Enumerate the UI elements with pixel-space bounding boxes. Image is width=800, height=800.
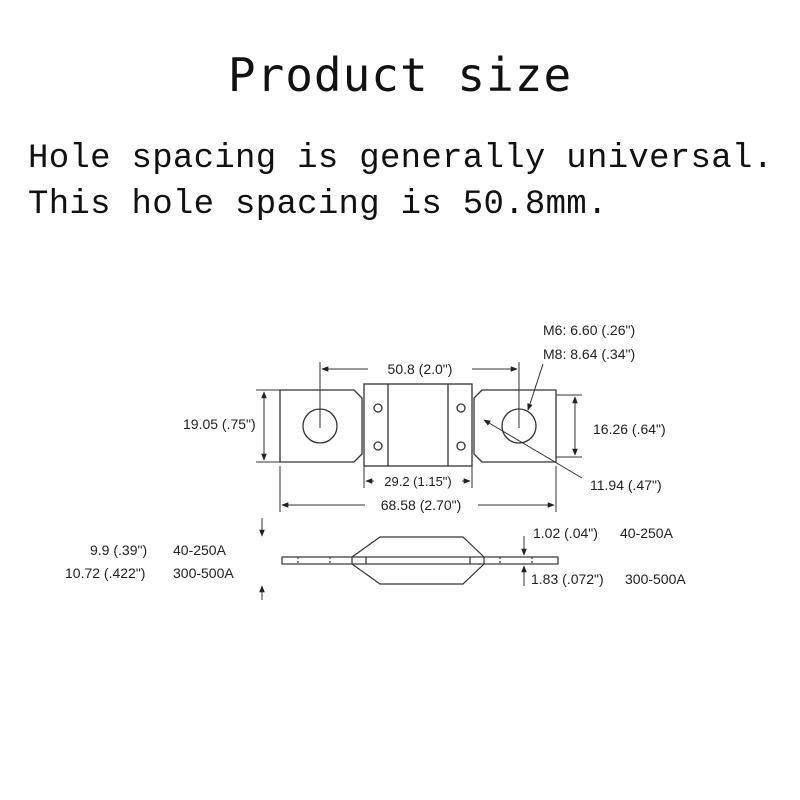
- description-line-1: Hole spacing is generally universal.: [28, 140, 774, 178]
- page-title: Product size: [227, 48, 573, 102]
- thick-b-range: 300-500A: [173, 565, 234, 581]
- plate-b-value: 1.83 (.072"): [531, 571, 604, 587]
- height-right-label: 16.26 (.64"): [593, 421, 666, 437]
- plate-b-range: 300-500A: [625, 571, 686, 587]
- hole-dia-label: 11.94 (.47"): [590, 477, 662, 493]
- stud-m8-label: M8: 8.64 (.34"): [543, 346, 635, 362]
- thick-a-range: 40-250A: [173, 542, 227, 558]
- hole-spacing-label: 50.8 (2.0"): [388, 361, 453, 377]
- thick-b-value: 10.72 (.422"): [65, 565, 145, 581]
- overall-length-dimension: [279, 466, 557, 512]
- plate-a-value: 1.02 (.04"): [533, 525, 598, 541]
- stud-m6-label: M6: 6.60 (.26"): [543, 322, 635, 338]
- body-width-dimension: [363, 466, 473, 488]
- fuse-side-view: [281, 536, 559, 585]
- plate-a-range: 40-250A: [620, 525, 674, 541]
- height-left-label: 19.05 (.75"): [183, 416, 256, 432]
- thick-a-value: 9.9 (.39"): [90, 542, 147, 558]
- fuse-top-view: [279, 383, 557, 467]
- body-width-label: 29.2 (1.15"): [384, 474, 452, 489]
- overall-length-label: 68.58 (2.70"): [381, 497, 461, 513]
- hole-dia-leader: [483, 419, 583, 479]
- left-height-dimension: [256, 389, 280, 463]
- right-height-dimension: [556, 394, 582, 458]
- hole-spacing-dimension: [319, 362, 520, 428]
- description-line-2: This hole spacing is 50.8mm.: [28, 186, 608, 224]
- stud-leader: [527, 363, 544, 411]
